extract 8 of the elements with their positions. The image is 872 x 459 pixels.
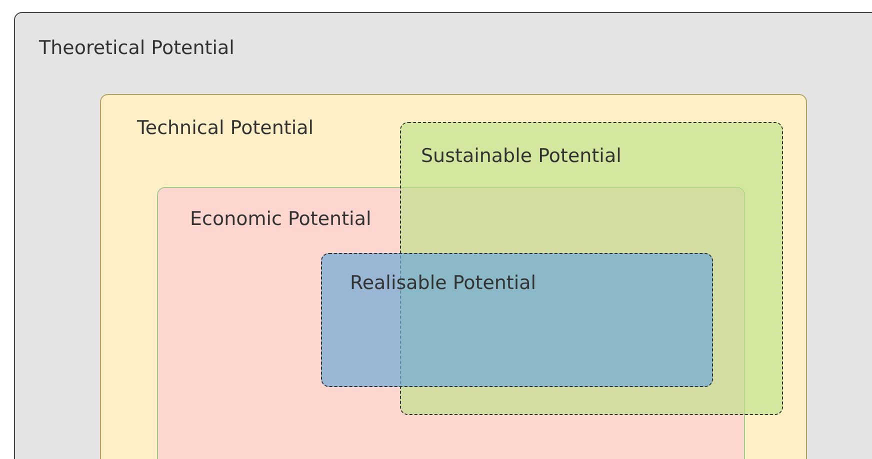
region-label: Technical Potential <box>137 117 314 139</box>
realisable-potential-box <box>321 253 713 387</box>
region-label: Realisable Potential <box>350 272 536 294</box>
region-label: Economic Potential <box>190 208 372 230</box>
theoretical-potential-box <box>14 12 872 459</box>
region-label: Theoretical Potential <box>39 37 234 59</box>
technical-potential-box <box>100 94 807 459</box>
region-label: Sustainable Potential <box>421 145 622 167</box>
